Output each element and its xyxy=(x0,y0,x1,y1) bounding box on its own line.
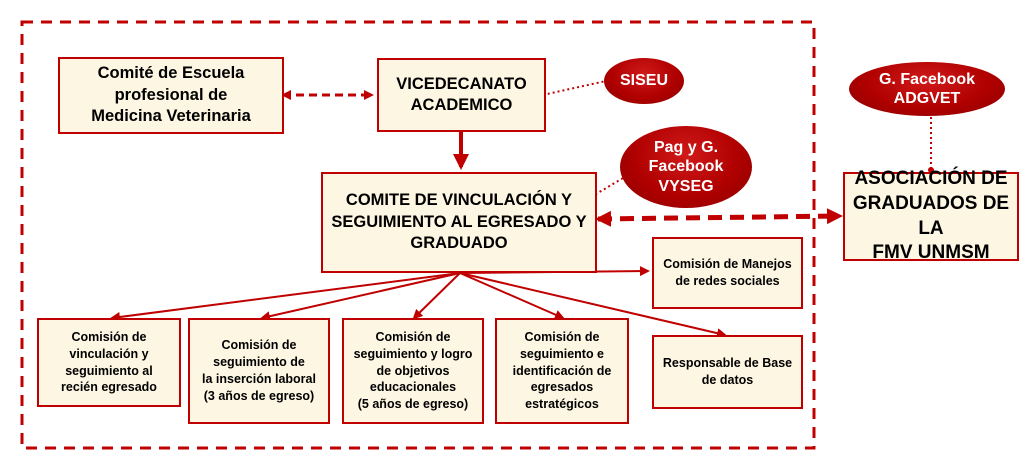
com-objetivos-box: Comisión de seguimiento y logro de objet… xyxy=(342,318,484,424)
vicedecanato-box: VICEDECANATO ACADEMICO xyxy=(377,58,546,132)
com-estrategicos-label: Comisión de seguimiento e identificación… xyxy=(512,329,612,412)
siseu-tag-label: SISEU xyxy=(619,72,668,90)
arrow-to-estrategicos xyxy=(459,272,565,320)
comite-vinculacion-box: COMITE DE VINCULACIÓN Y SEGUIMIENTO AL E… xyxy=(321,172,597,273)
vicedecanato-label: VICEDECANATO ACADEMICO xyxy=(396,74,527,114)
adgvet-tag: G. Facebook ADGVET xyxy=(849,62,1005,116)
arrow-to-vinculacion-egresado xyxy=(110,272,461,322)
manejo-redes-box: Comisión de Manejos de redes sociales xyxy=(652,237,803,309)
comite-escuela-label: Comité de Escuela profesional de Medicin… xyxy=(91,64,251,126)
com-vinculacion-egresado-label: Comisión de vinculación y seguimiento al… xyxy=(61,329,157,395)
com-insercion-laboral-label: Comisión de seguimiento de la inserción … xyxy=(202,338,316,403)
siseu-tag: SISEU xyxy=(604,58,684,104)
arrow-comite-asociacion xyxy=(595,208,843,227)
vyseg-tag: Pag y G. Facebook VYSEG xyxy=(620,126,752,208)
base-datos-box: Responsable de Base de datos xyxy=(652,335,803,409)
comite-escuela-box: Comité de Escuela profesional de Medicin… xyxy=(58,57,284,134)
com-objetivos-label: Comisión de seguimiento y logro de objet… xyxy=(353,329,473,412)
com-insercion-laboral-box: Comisión de seguimiento de la inserción … xyxy=(188,318,330,424)
link-siseu xyxy=(537,80,607,97)
asociacion-label: ASOCIACIÓN DE GRADUADOS DE LA FMV UNMSM xyxy=(852,168,1010,264)
asociacion-box: ASOCIACIÓN DE GRADUADOS DE LA FMV UNMSM xyxy=(843,168,1019,263)
manejo-redes-label: Comisión de Manejos de redes sociales xyxy=(663,257,792,288)
vyseg-tag-label: Pag y G. Facebook VYSEG xyxy=(648,139,724,195)
comite-vinculacion-label: COMITE DE VINCULACIÓN Y SEGUIMIENTO AL E… xyxy=(331,191,587,253)
com-vinculacion-egresado-box: Comisión de vinculación y seguimiento al… xyxy=(37,318,181,407)
base-datos-label: Responsable de Base de datos xyxy=(662,356,793,387)
arrow-to-objetivos xyxy=(412,272,461,320)
arrow-to-insercion-laboral xyxy=(260,272,461,322)
com-estrategicos-box: Comisión de seguimiento e identificación… xyxy=(495,318,629,424)
adgvet-tag-label: G. Facebook ADGVET xyxy=(878,70,976,107)
